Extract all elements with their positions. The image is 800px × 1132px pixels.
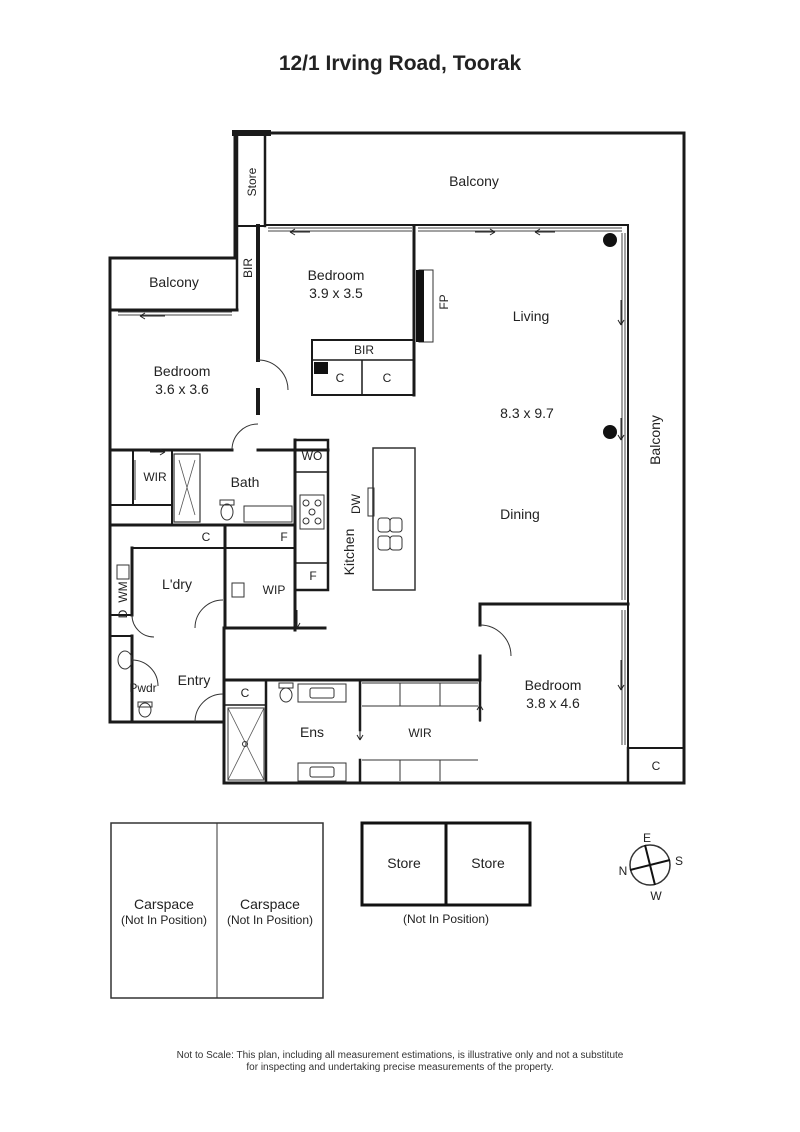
stores-note: (Not In Position) <box>403 912 489 926</box>
label-entry: Entry <box>178 672 211 688</box>
label-kitchen: Kitchen <box>341 529 357 576</box>
carspace-1-label: Carspace <box>134 896 194 912</box>
compass-n: N <box>619 864 628 878</box>
label-wo: WO <box>302 449 323 463</box>
label-wm: WM <box>116 581 130 602</box>
label-ens: Ens <box>300 724 324 740</box>
label-wip: WIP <box>263 583 286 597</box>
stores: Store Store (Not In Position) <box>360 821 532 926</box>
compass-e: E <box>643 831 651 845</box>
label-c-corner: C <box>652 759 661 773</box>
label-bir-left: BIR <box>241 258 255 278</box>
label-c2: C <box>383 371 392 385</box>
label-d: D <box>116 609 130 618</box>
label-bath: Bath <box>231 474 260 490</box>
label-balcony-top: Balcony <box>449 173 499 189</box>
disclaimer-line-1: Not to Scale: This plan, including all m… <box>176 1050 624 1061</box>
label-c-ens: C <box>241 686 250 700</box>
label-fp: FP <box>437 294 451 309</box>
label-store-top: Store <box>245 167 259 196</box>
label-living-size: 8.3 x 9.7 <box>500 405 554 421</box>
label-dw: DW <box>349 493 363 514</box>
windows <box>118 227 626 745</box>
disclaimer: Not to Scale: This plan, including all m… <box>100 1050 700 1074</box>
label-balcony-right: Balcony <box>647 415 663 465</box>
walls <box>108 130 686 785</box>
label-wir1: WIR <box>143 470 167 484</box>
label-bedroom2: Bedroom <box>154 363 211 379</box>
label-bedroom2-size: 3.6 x 3.6 <box>155 381 209 397</box>
label-f1: F <box>280 530 287 544</box>
carspaces: Carspace (Not In Position) Carspace (Not… <box>110 822 324 999</box>
store-2-label: Store <box>471 855 505 871</box>
plan-title: 12/1 Irving Road, Toorak <box>278 52 522 75</box>
label-balcony-left: Balcony <box>149 274 199 290</box>
label-f2: F <box>309 569 316 583</box>
disclaimer-line-2: for inspecting and undertaking precise m… <box>246 1062 554 1073</box>
label-ldry: L'dry <box>162 576 192 592</box>
label-wir2: WIR <box>408 726 432 740</box>
carspace-2-note: (Not In Position) <box>227 913 313 927</box>
room-labels: Balcony Store BIR Bedroom 3.9 x 3.5 FP L… <box>116 167 663 773</box>
store-1-label: Store <box>387 855 421 871</box>
label-bedroom1-size: 3.9 x 3.5 <box>309 285 363 301</box>
label-pwdr: Pwdr <box>129 681 156 695</box>
slide-arrows <box>139 228 625 741</box>
compass: E N S W <box>619 831 683 903</box>
compass-s: S <box>675 854 683 868</box>
fixtures <box>116 233 617 782</box>
label-bir-lower: BIR <box>354 343 374 357</box>
label-c1: C <box>336 371 345 385</box>
label-living: Living <box>513 308 550 324</box>
door-swings <box>131 359 512 723</box>
label-bedroom3-size: 3.8 x 4.6 <box>526 695 580 711</box>
label-bedroom1: Bedroom <box>308 267 365 283</box>
label-bedroom3: Bedroom <box>525 677 582 693</box>
carspace-2-label: Carspace <box>240 896 300 912</box>
compass-w: W <box>650 889 662 903</box>
label-c-ldry: C <box>202 530 211 544</box>
carspace-1-note: (Not In Position) <box>121 913 207 927</box>
label-dining: Dining <box>500 506 540 522</box>
